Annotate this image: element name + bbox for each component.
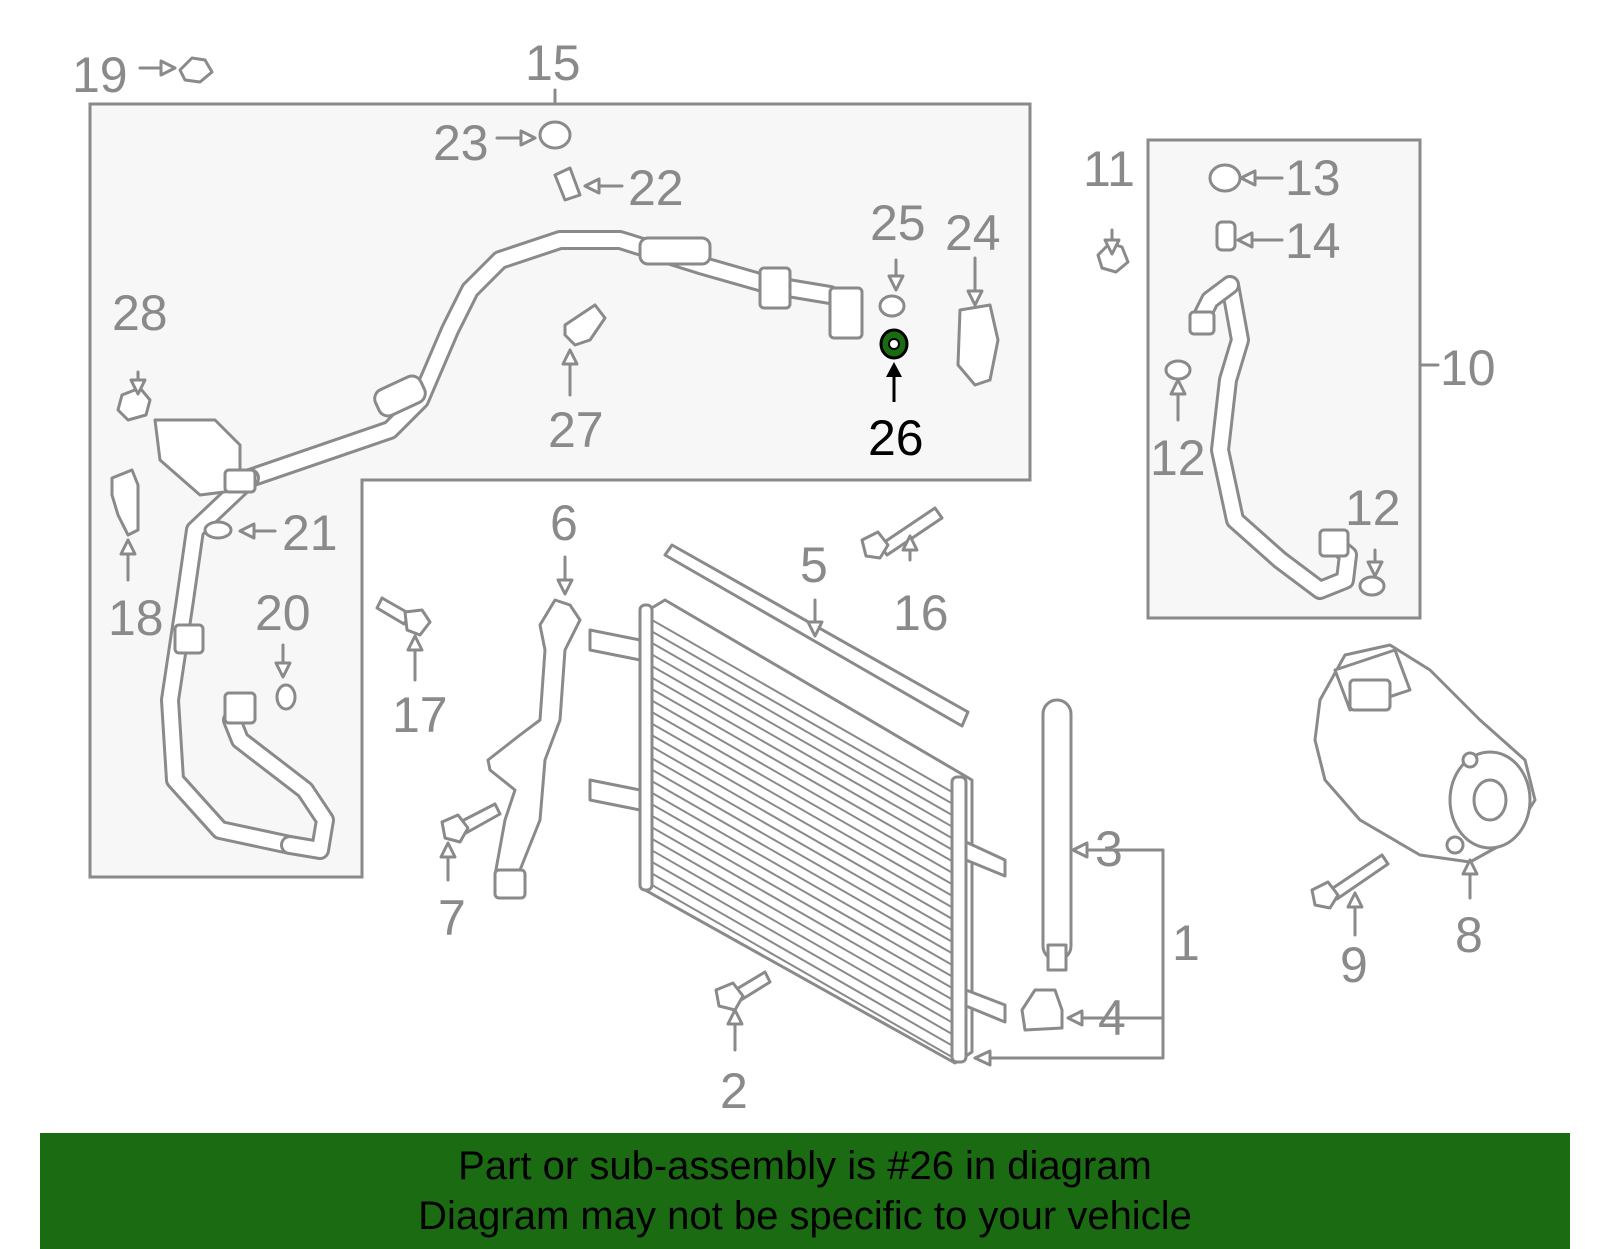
callout-13: 13: [1285, 150, 1341, 206]
condenser-fin: [651, 838, 953, 1012]
callout-5: 5: [800, 537, 828, 593]
callout-25: 25: [870, 195, 926, 251]
callout-20: 20: [255, 585, 311, 641]
nut-19-icon: [178, 56, 214, 84]
condenser-fin: [651, 642, 953, 816]
condenser-fin: [651, 619, 953, 793]
callout-9: 9: [1340, 937, 1368, 993]
callout-24: 24: [945, 205, 1001, 261]
group-box-10: [1146, 138, 1422, 620]
cap-23-icon: [538, 120, 572, 150]
callout-26-highlighted: 26: [868, 410, 924, 466]
condenser-fin: [651, 872, 953, 1047]
o-ring-26-highlighted-icon: [879, 328, 909, 360]
receiver-drier-3: [1041, 698, 1073, 972]
callout-4: 4: [1098, 990, 1126, 1046]
callout-17: 17: [392, 687, 448, 743]
callout-2: 2: [720, 1063, 748, 1119]
o-ring-21-icon: [203, 520, 233, 540]
condenser-fin: [651, 849, 953, 1024]
callout-3: 3: [1095, 821, 1123, 877]
o-ring-12b-icon: [1358, 575, 1386, 597]
bracket-24-icon: [956, 303, 1000, 387]
bolt-9-icon: [1310, 853, 1390, 910]
ac-hose-assembly: [153, 230, 864, 860]
callout-7: 7: [438, 890, 466, 946]
condenser-fin: [651, 722, 953, 897]
callout-23: 23: [433, 115, 489, 171]
plug-4-icon: [1020, 988, 1064, 1032]
sensor-27-icon: [563, 303, 607, 347]
condenser-fin: [651, 745, 953, 920]
bolt-2-icon: [714, 970, 772, 1012]
cap-13-icon: [1208, 163, 1242, 193]
callout-12a: 12: [1150, 430, 1206, 486]
condenser-fin: [651, 734, 953, 909]
condenser-fin: [651, 791, 953, 966]
condenser-fin: [651, 757, 953, 932]
callout-10: 10: [1440, 340, 1496, 396]
callout-18: 18: [108, 590, 164, 646]
cap-22-icon: [553, 166, 582, 202]
bracket-6-icon: [486, 598, 582, 882]
condenser-fin: [651, 861, 953, 1035]
condenser-fin: [651, 699, 953, 874]
condenser-fin: [651, 803, 953, 978]
callout-16: 16: [893, 585, 949, 641]
callout-19: 19: [72, 47, 128, 103]
condenser-fin: [651, 653, 953, 828]
info-banner: Part or sub-assembly is #26 in diagram D…: [40, 1133, 1570, 1249]
callout-8: 8: [1455, 907, 1483, 963]
banner-line-2: Diagram may not be specific to your vehi…: [418, 1194, 1192, 1238]
condenser-fin: [651, 884, 953, 1058]
condenser-fin: [651, 826, 953, 1001]
callout-22: 22: [628, 160, 684, 216]
bolt-16-icon: [860, 506, 944, 560]
callout-21: 21: [282, 505, 338, 561]
callout-12b: 12: [1345, 480, 1401, 536]
bolt-7-icon: [440, 802, 502, 844]
condenser-1: [588, 598, 1007, 1065]
condenser-fin: [651, 780, 953, 955]
condenser-fin: [651, 688, 953, 862]
callout-27: 27: [548, 402, 604, 458]
condenser-fin: [651, 665, 953, 839]
condenser-fin: [651, 630, 953, 805]
condenser-fin: [651, 676, 953, 851]
banner-line-1: Part or sub-assembly is #26 in diagram: [458, 1144, 1152, 1188]
bracket-18-icon: [110, 468, 140, 537]
compressor-8: [1313, 643, 1537, 864]
callout-15: 15: [525, 35, 581, 91]
leader-lines: [119, 59, 1479, 1067]
callout-28: 28: [112, 285, 168, 341]
callout-1: 1: [1172, 915, 1200, 971]
callout-14: 14: [1285, 213, 1341, 269]
callout-11: 11: [1083, 141, 1135, 197]
callout-6: 6: [550, 495, 578, 551]
cap-14-icon: [1215, 220, 1237, 252]
condenser-fin: [651, 815, 953, 989]
o-ring-12a-icon: [1164, 359, 1192, 381]
ac-hose-10: [1188, 275, 1358, 600]
o-ring-20-icon: [275, 683, 297, 711]
bolt-17-icon: [375, 596, 432, 637]
o-ring-25-icon: [878, 294, 906, 318]
condenser-fin: [651, 768, 953, 943]
condenser-fin: [651, 711, 953, 886]
